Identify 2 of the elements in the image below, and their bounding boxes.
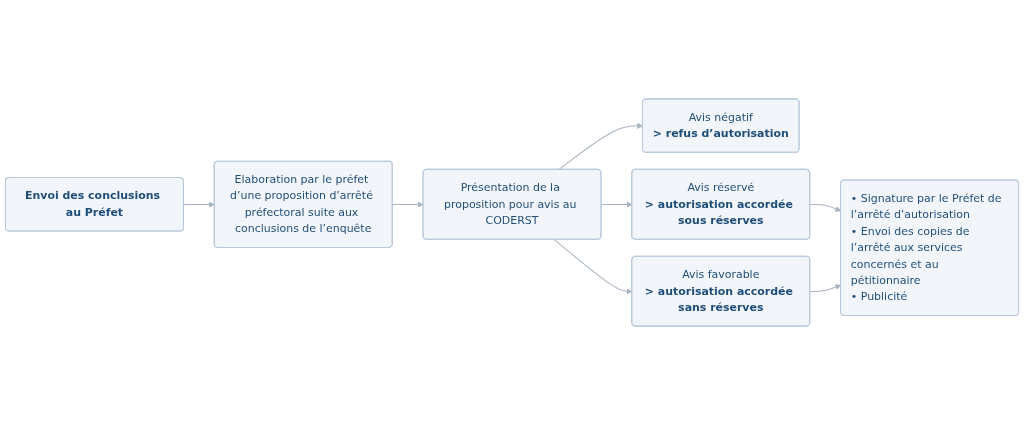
arrow [183, 201, 215, 208]
arrow [392, 201, 424, 208]
